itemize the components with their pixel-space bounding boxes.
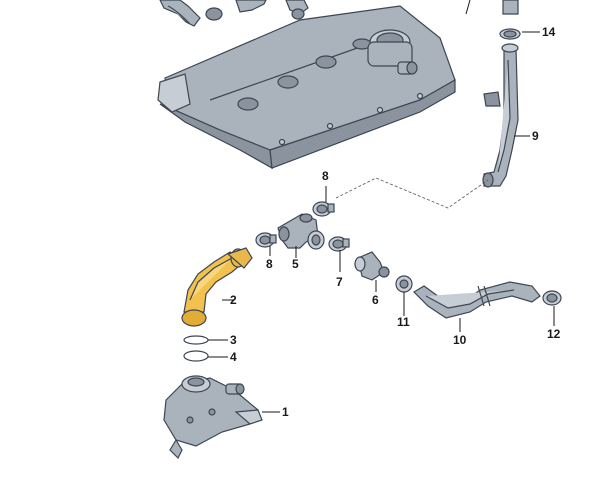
clamp-11: [395, 275, 413, 293]
callout-4: 4: [230, 350, 237, 364]
callout-14: 14: [542, 25, 556, 39]
valve-cover: [157, 5, 456, 170]
clamp-7: [328, 236, 350, 252]
valve-6: [354, 251, 390, 281]
clamp-8-upper: [312, 201, 335, 217]
leader-lines: [208, 0, 555, 413]
t-connector-5: [277, 213, 325, 250]
clamp-8-lower: [255, 232, 277, 248]
callout-12: 12: [547, 327, 561, 341]
callout-7: 7: [336, 275, 343, 289]
hose-2-highlighted: [181, 247, 253, 327]
o-ring-4: [183, 350, 209, 362]
clamp-14: [499, 0, 521, 40]
clamp-12: [542, 290, 562, 306]
callout-8-lower: 8: [266, 257, 273, 271]
callout-8-upper: 8: [322, 169, 329, 183]
callout-11: 11: [397, 315, 410, 329]
callout-5: 5: [292, 257, 299, 271]
callout-10: 10: [453, 333, 467, 347]
routing-dashed-line: [335, 177, 489, 209]
callout-6: 6: [372, 293, 379, 307]
callout-9: 9: [532, 129, 539, 143]
callout-2: 2: [230, 293, 237, 307]
breather-pipe-9: [482, 43, 519, 188]
housing-1: [163, 375, 263, 460]
seal-ring-3: [183, 335, 209, 345]
upper-hoses: [159, 0, 309, 27]
callout-1: 1: [282, 405, 289, 419]
hose-10: [413, 281, 541, 319]
callout-3: 3: [230, 333, 237, 347]
